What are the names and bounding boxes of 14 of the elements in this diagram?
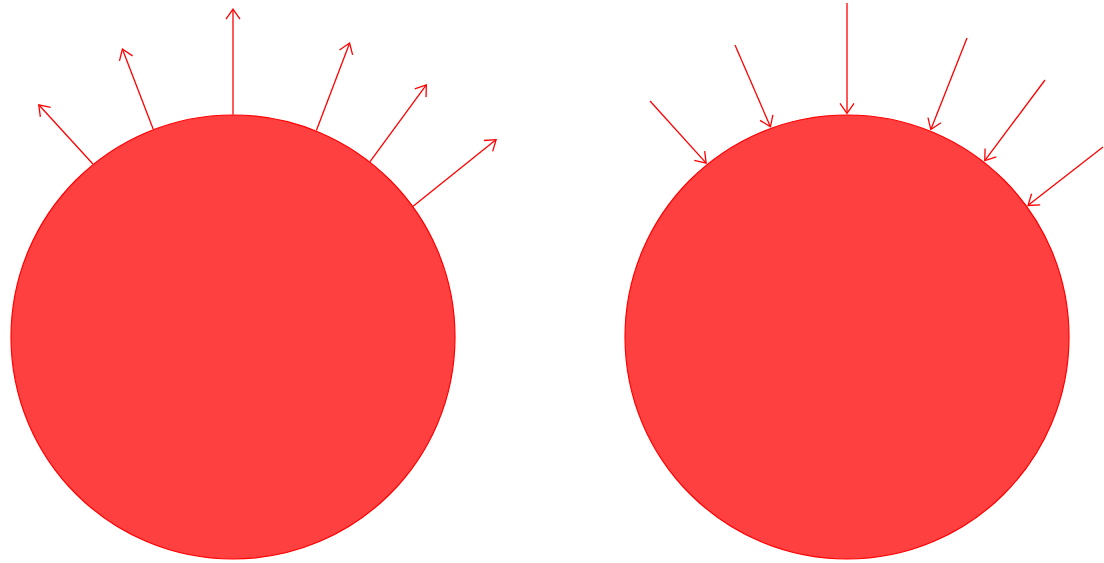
arrow bbox=[734, 44, 774, 128]
arrow bbox=[649, 100, 707, 164]
sphere bbox=[10, 114, 456, 560]
arrow bbox=[38, 104, 94, 165]
arrow bbox=[927, 37, 968, 131]
arrow bbox=[315, 42, 354, 132]
arrow bbox=[1027, 146, 1104, 207]
arrow bbox=[225, 8, 241, 116]
sphere bbox=[624, 114, 1070, 560]
arrow bbox=[412, 139, 497, 207]
arrow bbox=[839, 2, 855, 115]
arrow bbox=[369, 84, 427, 163]
arrow bbox=[118, 48, 154, 130]
arrow bbox=[984, 79, 1046, 162]
